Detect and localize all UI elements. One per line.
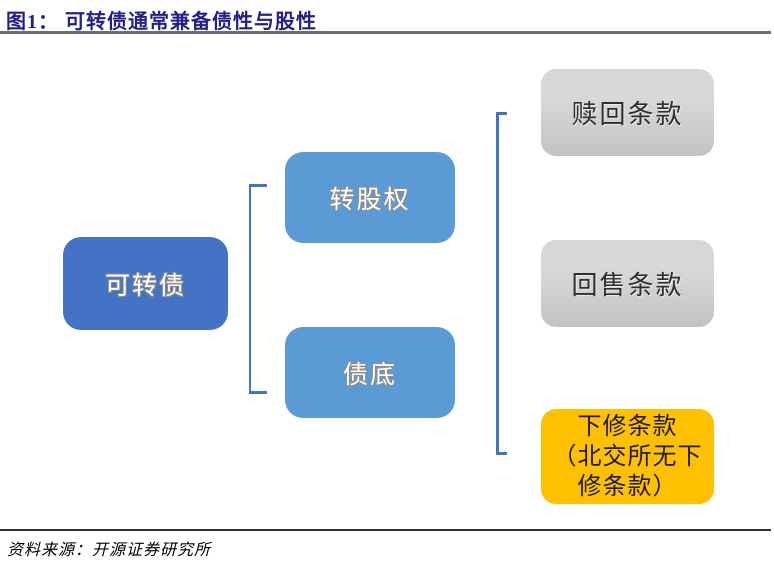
node-redemption-clause: 赎回条款: [541, 69, 714, 156]
node-convertible-bond: 可转债: [63, 237, 228, 330]
title-divider: [0, 31, 771, 34]
node-put-clause: 回售条款: [541, 240, 714, 327]
node-conversion-right: 转股权: [285, 152, 455, 243]
node-downward-revision-line-3: 修条款）: [577, 472, 678, 500]
node-downward-revision-line-1: 下修条款: [577, 412, 678, 440]
figure-title: 图1： 可转债通常兼备债性与股性: [6, 11, 317, 33]
node-bond-floor: 债底: [285, 327, 455, 418]
bracket-branches-to-clauses: [496, 112, 507, 455]
node-conversion-right-label: 转股权: [329, 185, 411, 214]
bracket-root-to-branches: [249, 184, 267, 394]
bottom-divider: [0, 529, 771, 531]
node-redemption-clause-label: 赎回条款: [571, 99, 684, 129]
source-note: 资料来源：开源证券研究所: [7, 542, 212, 559]
node-put-clause-label: 回售条款: [571, 270, 684, 300]
node-convertible-bond-label: 可转债: [104, 271, 186, 300]
node-bond-floor-label: 债底: [342, 360, 397, 389]
node-downward-revision-clause: 下修条款 （北交所无下 修条款）: [541, 409, 714, 504]
node-downward-revision-line-2: （北交所无下: [552, 442, 703, 470]
